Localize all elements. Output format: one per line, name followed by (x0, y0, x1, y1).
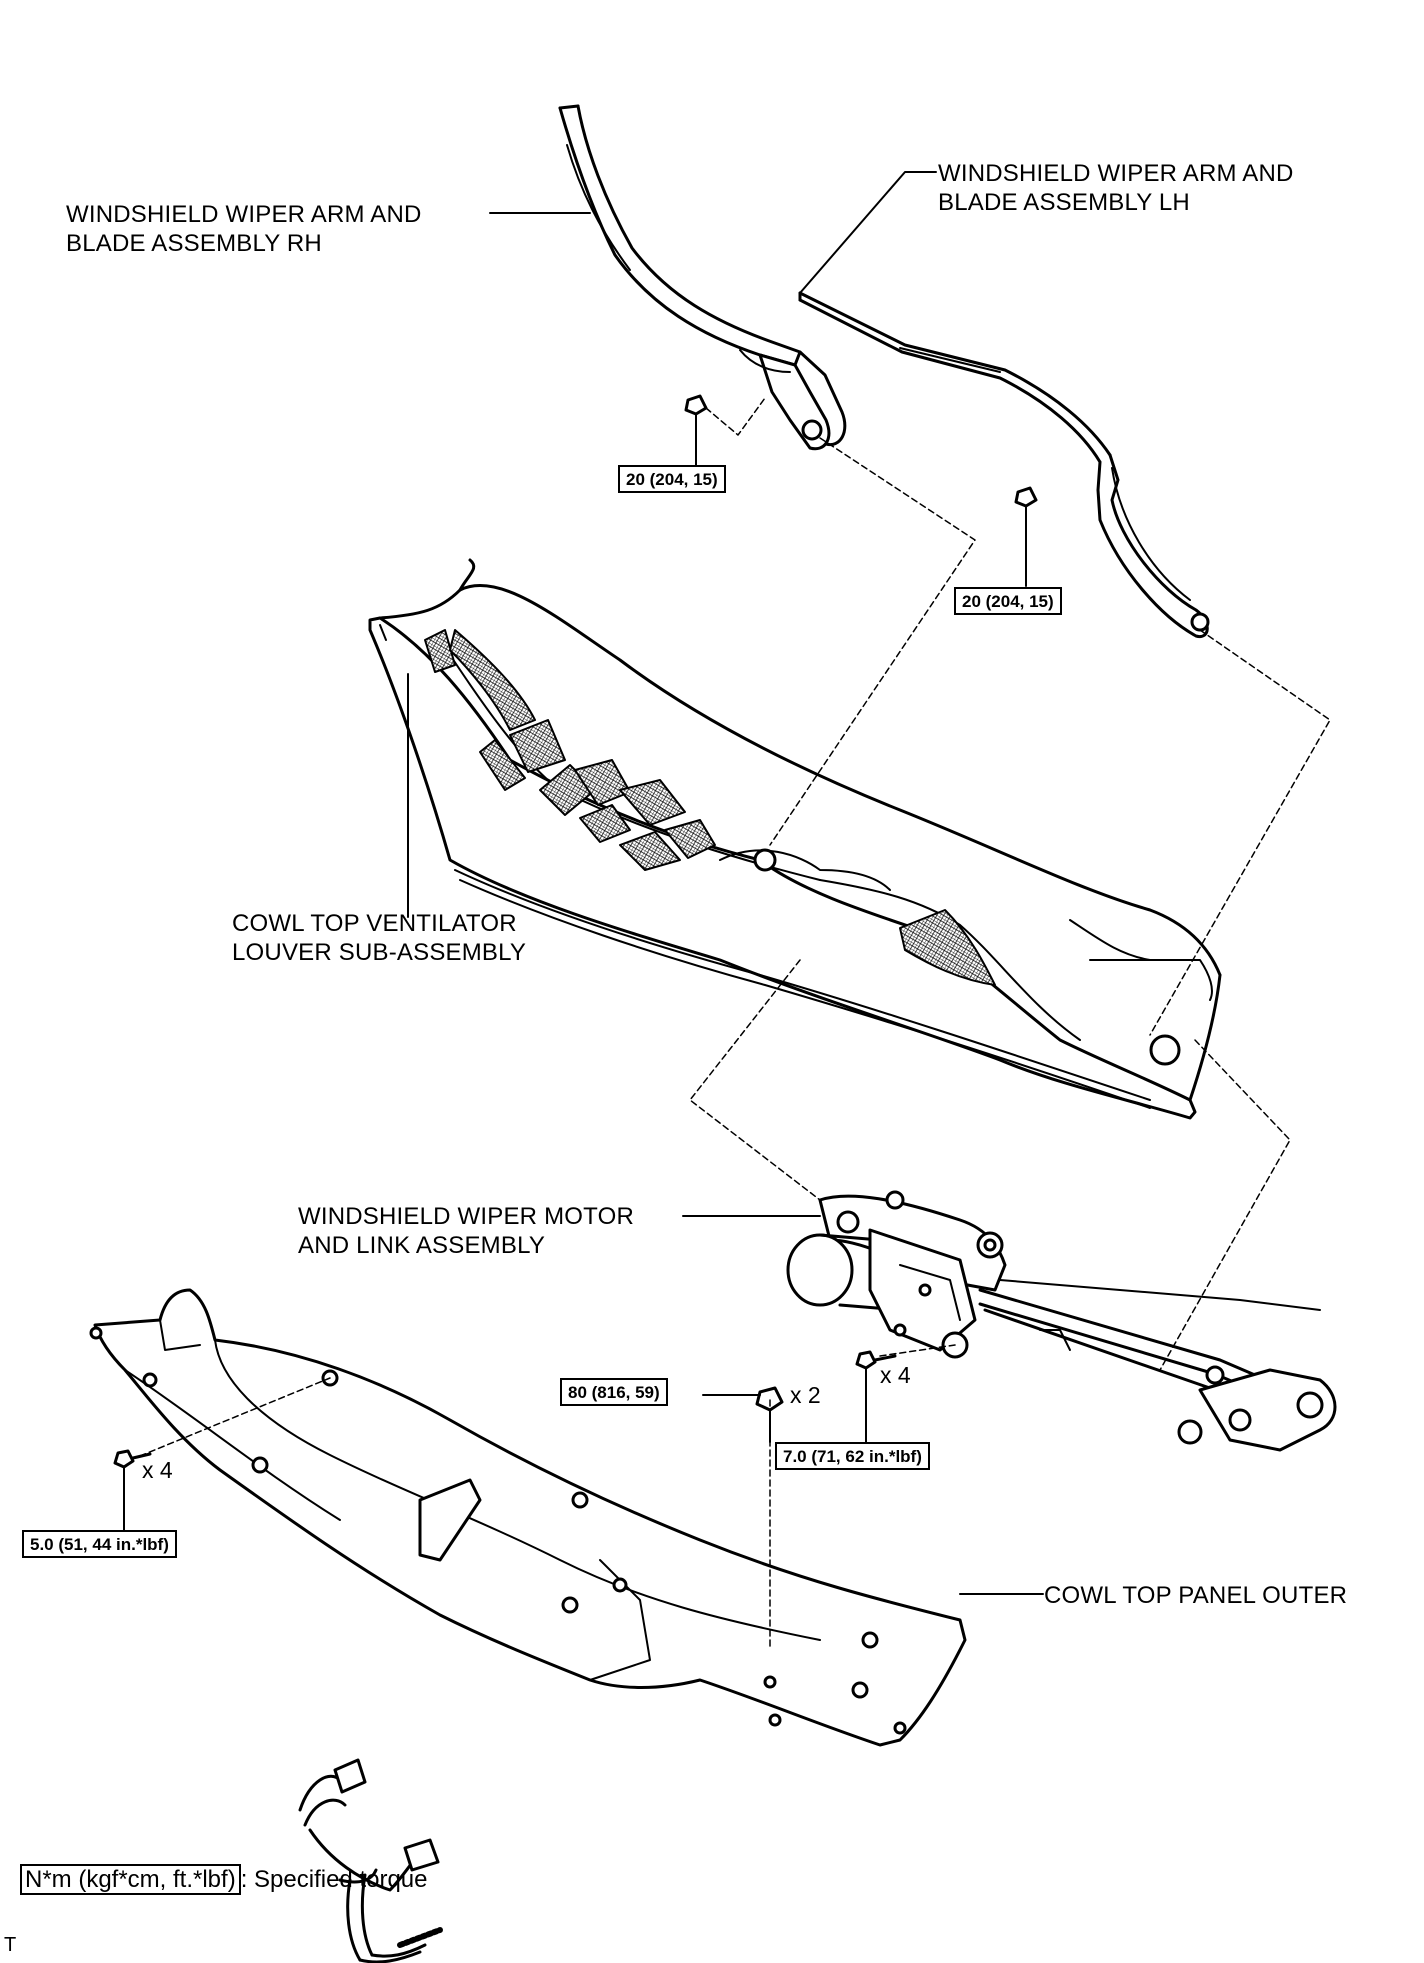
torque-motor-bolt: 7.0 (71, 62 in.*lbf) (775, 1442, 930, 1470)
corner-mark: T (4, 1934, 17, 1956)
label-wiper-motor: WINDSHIELD WIPER MOTOR AND LINK ASSEMBLY (298, 1203, 634, 1259)
wiper-arm-lh (798, 291, 1210, 639)
torque-lh-nut: 20 (204, 15) (954, 587, 1062, 615)
label-wiper-arm-lh: WINDSHIELD WIPER ARM AND BLADE ASSEMBLY … (938, 160, 1294, 216)
alignment-lines (139, 397, 1331, 1651)
wiper-motor-link-assembly (786, 1190, 1337, 1452)
qty-motor-nut: x 2 (790, 1382, 821, 1408)
qty-panel-bolt: x 4 (142, 1457, 173, 1483)
torque-motor-nut: 80 (816, 59) (560, 1378, 668, 1406)
qty-motor-bolt: x 4 (880, 1362, 911, 1388)
wiper-arm-rh (558, 104, 847, 451)
cowl-top-panel-outer (89, 1288, 967, 1747)
label-wiper-arm-rh: WINDSHIELD WIPER ARM AND BLADE ASSEMBLY … (66, 201, 422, 257)
label-cowl-panel-outer: COWL TOP PANEL OUTER (1044, 1582, 1348, 1609)
torque-rh-nut: 20 (204, 15) (618, 465, 726, 493)
label-cowl-louver: COWL TOP VENTILATOR LOUVER SUB-ASSEMBLY (232, 910, 527, 966)
torque-panel-bolt: 5.0 (51, 44 in.*lbf) (22, 1530, 177, 1558)
legend-torque-box: N*m (kgf*cm, ft.*lbf) (20, 1864, 241, 1895)
wire-harness (298, 1758, 443, 1963)
cowl-top-ventilator-louver (368, 558, 1222, 1120)
leader-lines (123, 171, 1044, 1595)
legend-text: : Specified torque (240, 1866, 428, 1893)
fasteners (113, 394, 1038, 1469)
legend: N*m (kgf*cm, ft.*lbf): Specified torque (20, 1864, 428, 1895)
